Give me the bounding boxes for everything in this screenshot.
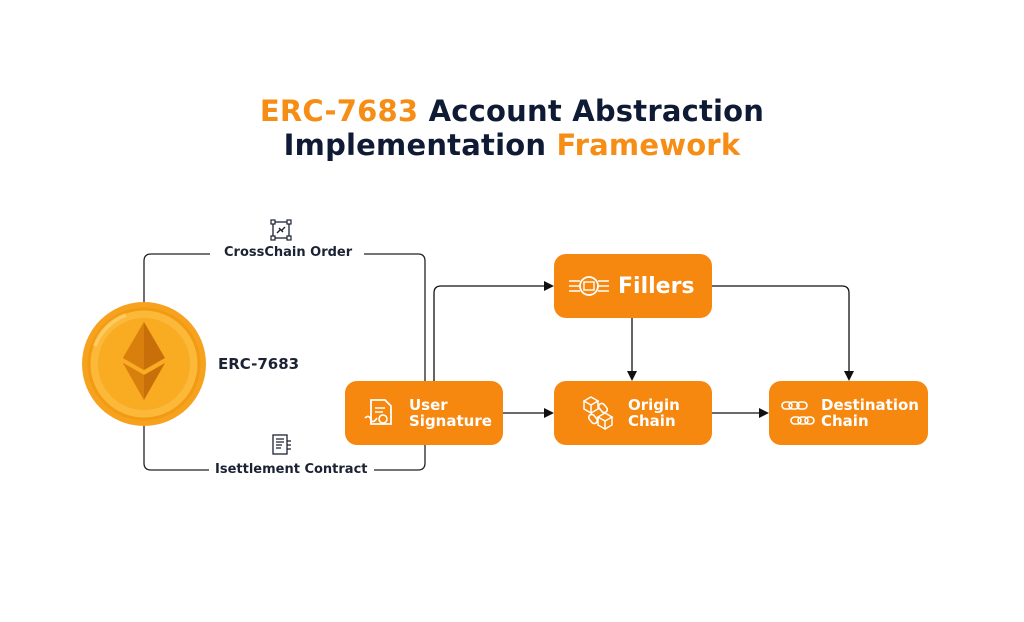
destination-chain-line1: Destination <box>821 396 919 414</box>
network-link-icon <box>270 219 292 241</box>
origin-chain-node: Origin Chain <box>554 381 712 445</box>
title-line-2: Implementation Framework <box>0 128 1024 162</box>
origin-chain-line1: Origin <box>628 396 680 414</box>
user-signature-line2: Signature <box>409 412 492 430</box>
line-order-to-right <box>362 253 426 471</box>
origin-chain-line2: Chain <box>628 412 676 430</box>
document-icon <box>272 434 291 455</box>
fillers-label: Fillers <box>618 273 695 299</box>
origin-chain-text: Origin Chain <box>628 397 680 429</box>
ethereum-coin-icon <box>82 302 206 426</box>
user-signature-line1: User <box>409 396 448 414</box>
title-rest: Account Abstraction <box>418 94 765 128</box>
title-implementation: Implementation <box>283 128 557 162</box>
user-signature-text: User Signature <box>409 397 492 429</box>
arrow-fillers-to-destination <box>712 285 854 381</box>
coin-label: ERC-7683 <box>218 355 300 373</box>
fillers-node: Fillers <box>554 254 712 318</box>
chain-links-icon <box>781 401 815 425</box>
arrow-signature-to-fillers <box>433 281 554 382</box>
isettlement-contract-label: Isettlement Contract <box>209 462 374 477</box>
destination-chain-line2: Chain <box>821 412 869 430</box>
fillers-icon <box>569 276 609 296</box>
title-line-1: ERC-7683 Account Abstraction <box>0 94 1024 128</box>
destination-chain-text: Destination Chain <box>821 397 919 429</box>
title-accent-framework: Framework <box>556 128 741 162</box>
diagram-title: ERC-7683 Account Abstraction Implementat… <box>0 94 1024 162</box>
title-accent-erc: ERC-7683 <box>259 94 419 128</box>
user-signature-node: User Signature <box>345 381 503 445</box>
line-coin-top <box>143 253 210 305</box>
origin-chain-icon <box>582 396 614 431</box>
crosschain-order-label: CrossChain Order <box>218 245 359 260</box>
destination-chain-node: Destination Chain <box>769 381 928 445</box>
signature-icon <box>364 399 392 425</box>
line-coin-bottom <box>143 424 212 471</box>
